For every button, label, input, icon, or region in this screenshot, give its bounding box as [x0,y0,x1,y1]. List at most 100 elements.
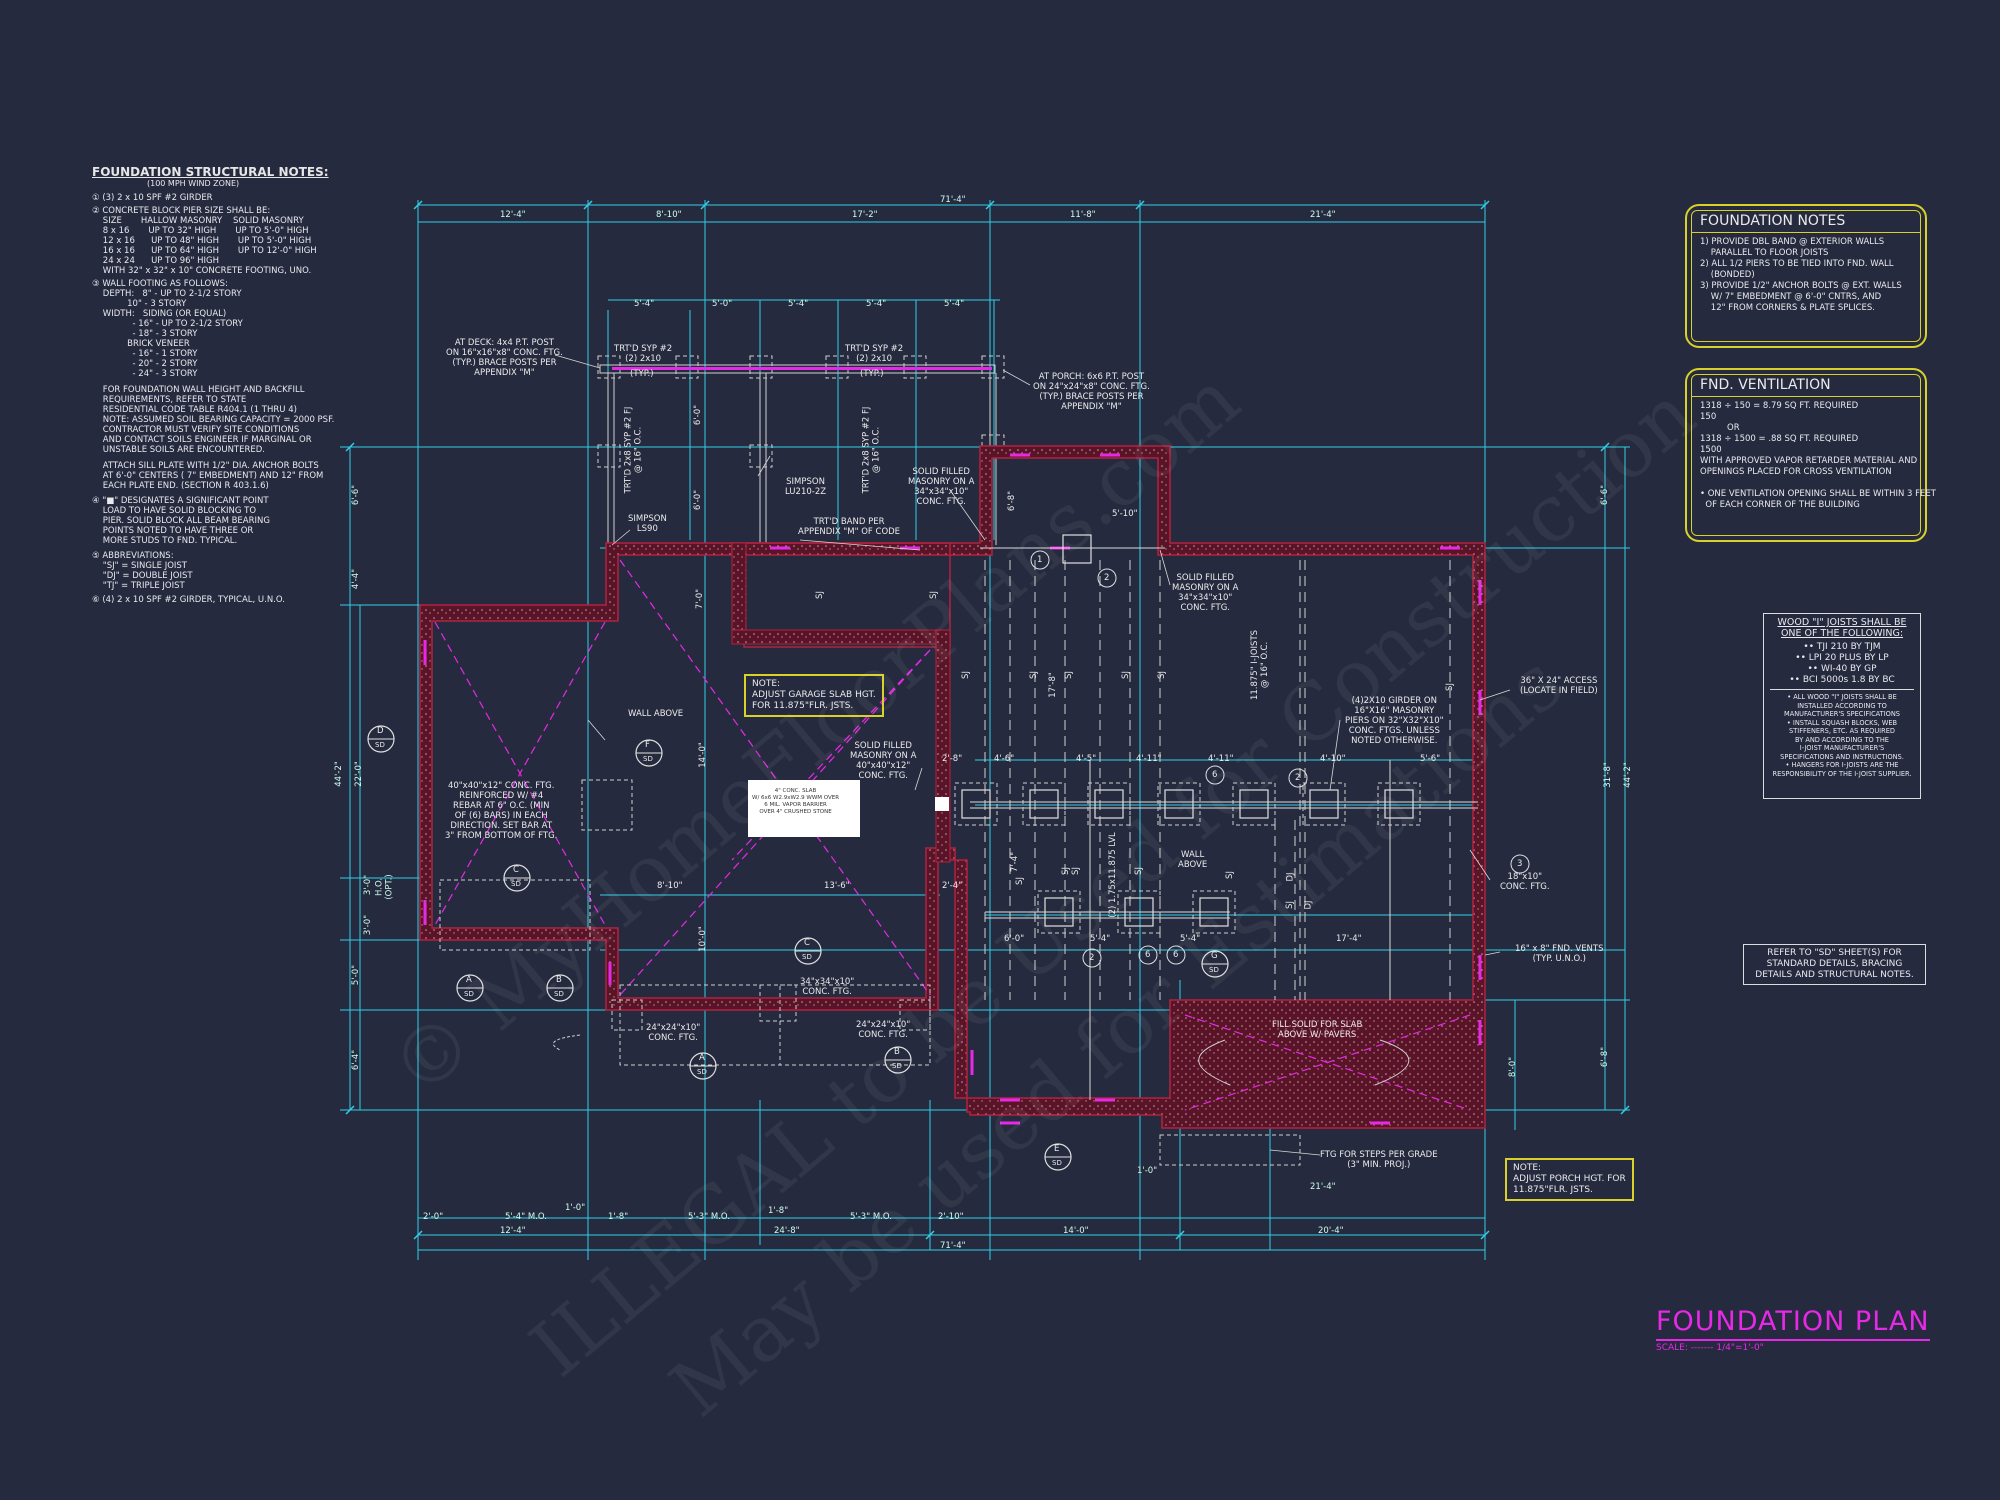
solid-masonry-callout-2: SOLID FILLED MASONRY ON A 34"x34"x10" CO… [1172,573,1239,613]
section-tag-dividers [368,738,1228,1158]
section-tag-sheet: SD [892,1062,902,1070]
solid-masonry-callout-1: SOLID FILLED MASONRY ON A 34"x34"x10" CO… [908,467,975,507]
dim-interior-1: 6'-0" [693,404,704,426]
joist-label: SJ [1444,683,1455,691]
dim-left-5: 3'-0" [363,914,374,936]
section-tag-sheet: SD [643,755,653,763]
steps-footing-callout: FTG FOR STEPS PER GRADE (3" MIN. PROJ.) [1320,1150,1438,1170]
section-tag-letter: C [804,938,810,948]
fnd-ventilation-title: FND. VENTILATION [1692,375,1920,397]
trtd-syp-callout-left: TRT'D SYP #2 (2) 2x10 [614,344,673,364]
dim-interior-13: 4'-5" [1076,754,1097,764]
dim-bottom-1: 2'-0" [423,1212,444,1222]
i-joist-notes: • ALL WOOD "I" JOISTS SHALL BE INSTALLED… [1772,693,1912,778]
dim-interior-4: 6'-8" [1007,490,1018,512]
section-tag-letter: A [699,1053,705,1063]
dim-left-4: 3'-0" [363,874,374,896]
section-tag-sheet: SD [511,880,521,888]
simpson-ls90-callout: SIMPSON LS90 [628,514,667,534]
fnd-vents-callout: 16" x 8" FND. VENTS (TYP. U.N.O.) [1515,944,1604,964]
i-joist-spec-box: WOOD "I" JOISTS SHALL BE ONE OF THE FOLL… [1763,613,1921,799]
detail-marker: 2 [1089,953,1095,963]
dim-interior-11: 2'-8" [942,754,963,764]
foundation-notes-title: FOUNDATION NOTES [1692,211,1920,233]
section-tag-sheet: SD [802,953,812,961]
dim-interior-21: 17'-8" [1047,672,1058,698]
girder-pier-callout: (4)2X10 GIRDER ON 16"X16" MASONRY PIERS … [1345,696,1444,746]
joist-spec-2: TRT'D 2x8 SYP #2 FJ @ 16" O.C. [623,406,644,494]
dim-left-7: 6'-4" [351,1049,362,1071]
joist-label: SJ [1156,671,1167,679]
section-tag-sheet: SD [697,1068,707,1076]
joist-label: SJ [960,671,971,679]
detail-marker: 6 [1173,950,1179,960]
dim-top2-4: 5'-4" [866,299,887,309]
section-tag-letter: A [466,975,472,985]
dim-bottom-5: 5'-3" M.O. [688,1212,730,1222]
dim-right-overall: 44'-2" [1622,762,1633,788]
detail-marker-shapes [1030,550,1530,968]
dim-interior-12: 4'-6" [994,754,1015,764]
joist-label: SJ [814,591,825,599]
conc-ftg-24x24-callout-right: 24"x24"x10" CONC. FTG. [856,1020,911,1040]
section-tag-sheet: SD [1052,1159,1062,1167]
dim-interior-23: 7'-4" [1010,851,1021,873]
girders [970,547,1478,1100]
dim-top2-3: 5'-4" [788,299,809,309]
dim-bottom-2: 5'-4" M.O. [505,1212,547,1222]
garage-slab-note: NOTE: ADJUST GARAGE SLAB HGT. FOR 11.875… [744,674,884,717]
dim-interior-18: 6'-0" [1004,934,1025,944]
point-load-marker [935,797,949,811]
wall-above-callout: WALL ABOVE [628,709,684,719]
structural-note-6: ⑥ (4) 2 x 10 SPF #2 GIRDER, TYPICAL, U.N… [92,595,285,605]
slab-spec-box [748,780,860,837]
dim-bottom-3: 1'-0" [565,1203,586,1213]
wall-above-callout-2: WALL ABOVE [1178,850,1208,870]
dim-top2-5: 5'-4" [944,299,965,309]
dim-bottom-overall: 71'-4" [940,1241,966,1251]
i-joist-options: •• TJI 210 BY TJM •• LPI 20 PLUS BY LP •… [1770,642,1914,690]
structural-note-4: ④ "■" DESIGNATES A SIGNIFICANT POINT LOA… [92,496,270,546]
deck-post-callout: AT DECK: 4x4 P.T. POST ON 16"x16"x8" CON… [446,338,563,378]
detail-marker: 2 [1295,773,1301,783]
pier-footings [439,779,1421,1166]
joist-label: DJ [1285,872,1296,882]
sd-reference-box: REFER TO "SD" SHEET(S) FOR STANDARD DETA… [1743,944,1926,985]
section-tag-sheet: SD [1209,966,1219,974]
section-tag-letter: C [513,865,519,875]
structural-notes-title: FOUNDATION STRUCTURAL NOTES: [92,165,329,179]
dim-left-ho: H.O. (OPT.) [374,874,395,900]
leaders [554,354,1511,1156]
simpson-lu210-callout: SIMPSON LU210-2Z [785,477,827,497]
joist-label: SJ [1224,871,1235,879]
conc-ftg-34x34-callout: 34"x34"x10" CONC. FTG. [800,977,855,997]
dim-interior-9: 2'-4" [942,881,963,891]
dim-interior-8: 8'-10" [657,881,683,891]
fill-solid-slab-callout: FILL SOLID FOR SLAB ABOVE W/ PAVERS [1272,1020,1363,1040]
section-tag-letter: E [1054,1144,1060,1154]
dim-left-2: 4'-4" [351,568,362,590]
dim-interior-16: 4'-10" [1320,754,1346,764]
joist-label: SJ [1133,867,1144,875]
joist-spec-4: (2) 1.75x11.875 LVL [1107,832,1118,918]
dim-right-1: 6'-6" [1600,484,1611,506]
dim-bottom-8: 2'-10" [938,1212,964,1222]
conc-ftg-18x10-callout: 18"x10" CONC. FTG. [1500,872,1550,892]
foundation-notes-body: 1) PROVIDE DBL BAND @ EXTERIOR WALLS PAR… [1700,237,1902,313]
dim-top-overall: 71'-4" [940,195,966,205]
section-tag-sheet: SD [375,741,385,749]
porch-post-callout: AT PORCH: 6x6 P.T. POST ON 24"x24"x8" CO… [1033,372,1150,412]
dim-right-3: 8'-0" [1508,1056,1519,1078]
dim-interior-15: 4'-11" [1208,754,1234,764]
fnd-ventilation-body: 1318 ÷ 150 = 8.79 SQ FT. REQUIRED 150 OR… [1700,401,1936,510]
dim-bottom-step: 1'-0" [1137,1166,1158,1176]
access-opening-callout: 36" X 24" ACCESS (LOCATE IN FIELD) [1520,676,1598,696]
section-tag-sheet: SD [554,990,564,998]
joist-label: SJ [1070,867,1081,875]
dim-top-2: 8'-10" [656,210,682,220]
joist-label: SJ [1063,671,1074,679]
joists [984,560,1451,1000]
structural-notes-subtitle: (100 MPH WIND ZONE) [147,179,240,188]
trtd-band-callout: TRT'D BAND PER APPENDIX "M" OF CODE [798,517,901,537]
